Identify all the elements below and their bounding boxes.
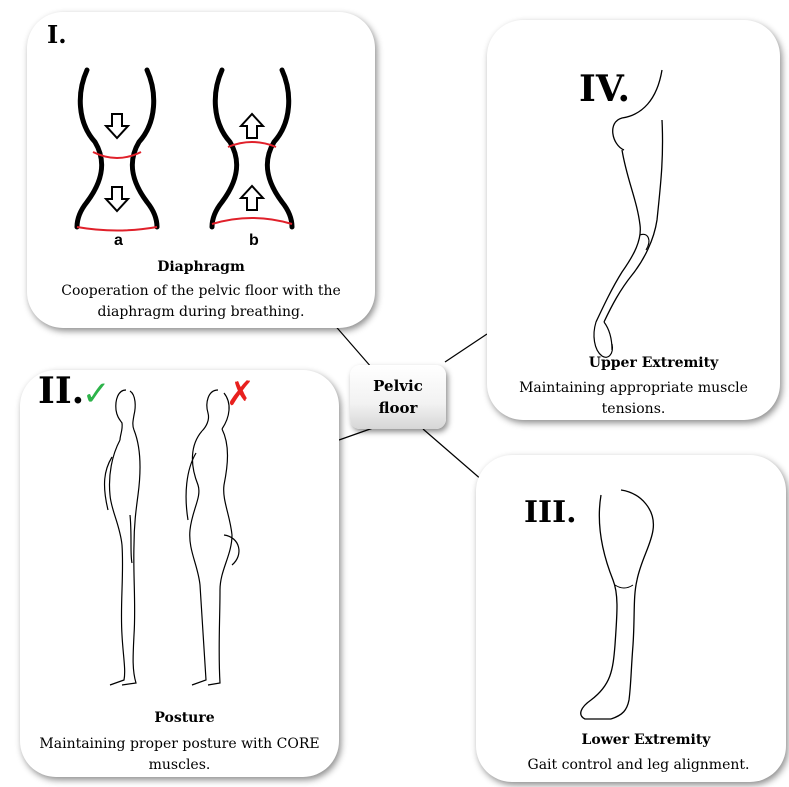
arm-illustration — [582, 60, 702, 360]
diaphragm-panel: I. a b Diaphragm Cooperation of the pelv… — [27, 12, 375, 328]
connector-posture — [339, 428, 373, 440]
panel-description: Gait control and leg alignment. — [476, 755, 786, 776]
pelvic-floor-node: Pelvic floor — [350, 365, 446, 429]
center-label: Pelvic floor — [363, 375, 433, 419]
panel-title: Posture — [20, 710, 339, 726]
panel-numeral: II. — [38, 370, 84, 412]
panel-description: Cooperation of the pelvic floor with the… — [27, 281, 375, 323]
torso-exhale-a — [77, 70, 157, 231]
label-b: b — [249, 232, 259, 250]
figure-correct-posture — [105, 390, 141, 685]
upper-extremity-panel: IV. Upper Extremity Maintaining appropri… — [487, 20, 780, 420]
torso-inhale-b — [212, 70, 292, 227]
panel-title: Diaphragm — [27, 259, 375, 275]
panel-numeral: III. — [524, 495, 577, 530]
connector-upper-extremity — [445, 334, 487, 362]
connector-diaphragm — [332, 322, 372, 368]
panel-description: Maintaining proper posture with CORE mus… — [20, 734, 339, 776]
posture-panel: II. ✓ ✗ Posture Maintaining proper postu… — [20, 370, 339, 777]
label-a: a — [114, 232, 123, 250]
lower-extremity-panel: III. Lower Extremity Gait control and le… — [476, 455, 786, 782]
diaphragm-illustration — [67, 52, 317, 242]
panel-title: Lower Extremity — [476, 732, 786, 748]
leg-illustration — [571, 485, 691, 725]
posture-illustration — [90, 385, 280, 695]
panel-description: Maintaining appropriate muscle tensions. — [487, 378, 780, 420]
figure-incorrect-posture — [186, 390, 239, 685]
panel-title: Upper Extremity — [487, 355, 780, 371]
panel-numeral: I. — [47, 20, 67, 49]
